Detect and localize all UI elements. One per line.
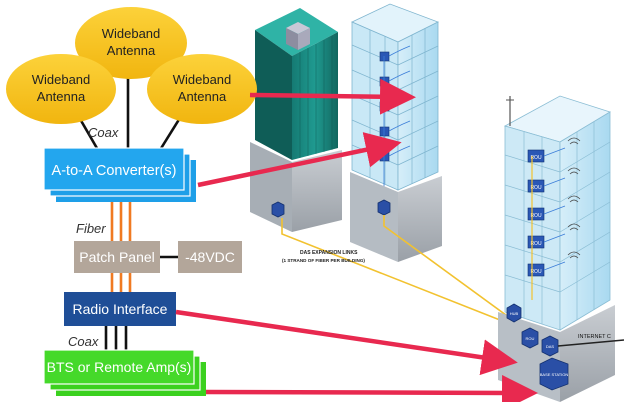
rou-unit: ROU xyxy=(527,235,545,249)
coax-bottom-label: Coax xyxy=(68,334,99,349)
arrow-radio-to-main-tower xyxy=(175,309,518,376)
radio-interface-label: Radio Interface xyxy=(73,301,168,317)
power-label: -48VDC xyxy=(185,249,235,265)
internet-connection-label: INTERNET C xyxy=(578,334,611,340)
building-green-tower xyxy=(250,8,342,232)
antenna-label-line2: Antenna xyxy=(107,43,156,58)
antenna-left: Wideband Antenna xyxy=(6,54,116,124)
rou-ground-node: ROU xyxy=(521,327,539,349)
antenna-label-line1: Wideband xyxy=(173,72,232,87)
equipment-node xyxy=(271,201,285,218)
rou-unit: ROU xyxy=(527,263,545,277)
rou-unit: ROU xyxy=(527,149,545,163)
antenna-label-line1: Wideband xyxy=(32,72,91,87)
building-main-tower: ROU ROU ROU ROU ROU xyxy=(498,95,624,402)
arrow-bts-to-main-tower xyxy=(205,374,538,402)
antenna-right: Wideband Antenna xyxy=(147,54,257,124)
base-station-label: BASE STATION xyxy=(540,372,569,377)
hub-node: HUB xyxy=(506,303,522,323)
das-label: DAS xyxy=(546,344,555,349)
building-glass-tower xyxy=(350,3,442,262)
rou-label: ROU xyxy=(530,185,542,191)
converter-label: A-to-A Converter(s) xyxy=(52,163,177,179)
rou-unit: ROU xyxy=(527,207,545,221)
base-station-node: BASE STATION xyxy=(539,357,569,391)
arrow-converter-to-tower xyxy=(197,132,402,188)
bts-label: BTS or Remote Amp(s) xyxy=(47,359,192,375)
das-fiber-links xyxy=(281,215,511,323)
patch-panel-label: Patch Panel xyxy=(79,249,155,265)
das-node: DAS xyxy=(541,335,559,357)
coax-top-label: Coax xyxy=(88,125,119,140)
antenna-label-line2: Antenna xyxy=(37,89,86,104)
radio-interface-box: Radio Interface xyxy=(64,292,176,326)
red-arrows xyxy=(175,78,538,402)
das-expansion-title: DAS EXPANSION LINKS xyxy=(300,250,358,256)
fiber-label: Fiber xyxy=(76,221,106,236)
rou-label: ROU xyxy=(526,336,535,341)
coax-lines-bottom xyxy=(104,326,128,352)
rou-label: ROU xyxy=(530,241,542,247)
arrow-antenna-to-tower xyxy=(249,78,416,115)
rou-label: ROU xyxy=(530,269,542,275)
antenna-center: Wideband Antenna xyxy=(75,7,187,79)
equipment-node xyxy=(377,199,391,216)
rou-label: ROU xyxy=(530,155,542,161)
power-box: -48VDC xyxy=(178,241,242,273)
das-expansion-subtitle: (1 STRAND OF FIBER PER BUILDING) xyxy=(282,258,365,263)
antenna-label-line1: Wideband xyxy=(102,26,161,41)
rou-label: ROU xyxy=(530,213,542,219)
hub-label: HUB xyxy=(510,311,519,316)
rou-unit: ROU xyxy=(527,179,545,193)
converter-box: A-to-A Converter(s) xyxy=(43,147,196,202)
bts-box: BTS or Remote Amp(s) xyxy=(43,349,206,396)
wifi-icon xyxy=(567,137,581,259)
patch-panel-box: Patch Panel xyxy=(74,241,160,273)
antenna-label-line2: Antenna xyxy=(178,89,227,104)
